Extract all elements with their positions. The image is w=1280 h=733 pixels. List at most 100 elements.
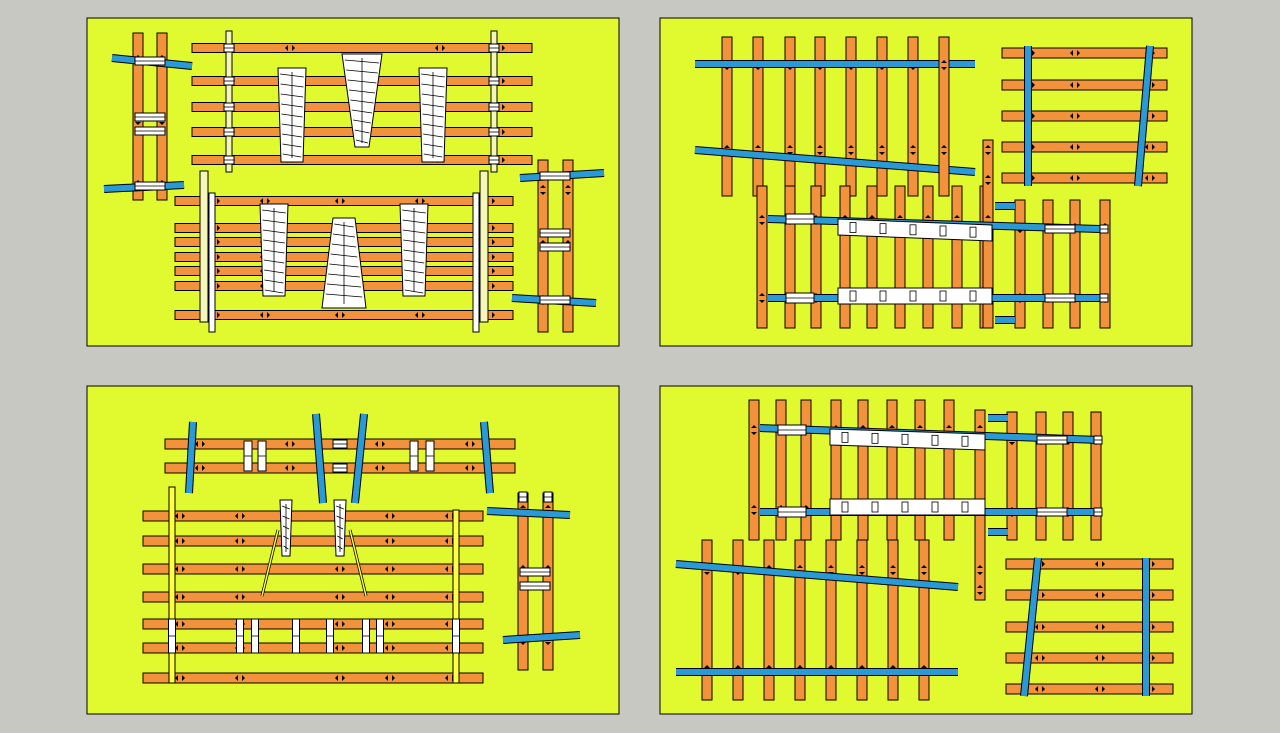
clip-mark bbox=[335, 675, 345, 681]
clip-mark bbox=[1095, 624, 1105, 630]
clip-mark bbox=[175, 645, 185, 651]
clip-mark bbox=[235, 675, 245, 681]
clip-mark bbox=[235, 538, 245, 544]
switch-rod bbox=[261, 529, 279, 597]
crossing-detail bbox=[969, 290, 977, 302]
sleeper bbox=[142, 618, 484, 630]
sleeper bbox=[1001, 110, 1168, 122]
clip-mark bbox=[540, 185, 546, 195]
sleeper bbox=[756, 185, 768, 329]
clip-mark bbox=[235, 566, 245, 572]
panel-top-left-drawing bbox=[103, 30, 605, 333]
clip-mark bbox=[1095, 561, 1105, 567]
rail bbox=[675, 561, 959, 590]
sleeper bbox=[876, 36, 888, 197]
sleeper bbox=[810, 185, 822, 329]
sleeper bbox=[794, 539, 806, 701]
sleeper bbox=[732, 539, 744, 701]
clip-mark bbox=[465, 465, 475, 471]
sleeper bbox=[1006, 411, 1018, 541]
sleeper bbox=[1005, 589, 1174, 601]
clip-mark bbox=[375, 441, 385, 447]
crossing-detail bbox=[939, 225, 947, 237]
clip-mark bbox=[335, 594, 345, 600]
rod bbox=[208, 192, 216, 333]
clip-mark bbox=[285, 465, 295, 471]
sleeper bbox=[1005, 621, 1174, 633]
sleeper bbox=[721, 36, 733, 197]
crossing-detail bbox=[849, 222, 857, 233]
right-mini-track bbox=[486, 491, 581, 671]
sleeper bbox=[142, 563, 484, 575]
rod bbox=[452, 509, 460, 684]
left-mini-track bbox=[103, 32, 193, 201]
clip-mark bbox=[565, 185, 571, 195]
crossing-detail bbox=[871, 432, 879, 444]
sleeper bbox=[191, 155, 533, 165]
sleeper bbox=[1099, 199, 1111, 329]
clip-mark bbox=[859, 565, 865, 575]
panel-top-right-drawing bbox=[694, 36, 1168, 329]
clip-mark bbox=[235, 513, 245, 519]
lower-left-track bbox=[675, 539, 959, 701]
clip-mark bbox=[385, 513, 395, 519]
sleeper bbox=[142, 535, 484, 547]
clip-mark bbox=[175, 513, 185, 519]
crossing-piece bbox=[837, 287, 993, 305]
clip-mark bbox=[385, 566, 395, 572]
sleeper bbox=[922, 185, 934, 329]
rod bbox=[168, 486, 176, 684]
clip-mark bbox=[195, 465, 205, 471]
clip-mark bbox=[465, 441, 475, 447]
clip-mark bbox=[415, 312, 425, 318]
crossing-detail bbox=[849, 290, 857, 302]
sleeper bbox=[701, 539, 713, 701]
sleeper bbox=[1042, 199, 1054, 329]
clip-mark bbox=[1070, 82, 1080, 88]
clip-mark bbox=[977, 585, 983, 595]
clip-mark bbox=[1070, 113, 1080, 119]
sleeper bbox=[1001, 47, 1168, 59]
clip-mark bbox=[941, 145, 947, 155]
clip-mark bbox=[385, 621, 395, 627]
clip-mark bbox=[977, 565, 983, 575]
sleeper bbox=[825, 539, 837, 701]
sleeper bbox=[1090, 411, 1102, 541]
clip-mark bbox=[985, 145, 991, 155]
clip-mark bbox=[415, 198, 425, 204]
clip-mark bbox=[848, 145, 854, 155]
crossing-detail bbox=[939, 290, 947, 302]
rail bbox=[486, 508, 571, 518]
clip-mark bbox=[1145, 144, 1155, 150]
clip-mark bbox=[175, 594, 185, 600]
rod bbox=[490, 30, 498, 173]
clip-mark bbox=[175, 566, 185, 572]
clip-mark bbox=[1070, 144, 1080, 150]
rod bbox=[199, 170, 209, 323]
sleeper bbox=[142, 510, 484, 522]
sleeper bbox=[938, 36, 950, 197]
clip-mark bbox=[751, 505, 757, 515]
crossing-detail bbox=[879, 223, 887, 235]
crossing-detail bbox=[871, 501, 879, 513]
crossing-detail bbox=[909, 224, 917, 236]
lower-switch-assembly bbox=[174, 170, 514, 333]
rail bbox=[186, 421, 196, 494]
crossing-detail bbox=[969, 226, 977, 238]
rail bbox=[481, 421, 493, 494]
sleeper bbox=[1062, 411, 1074, 541]
clip-mark bbox=[921, 565, 927, 575]
top-crossover bbox=[164, 413, 516, 504]
sleeper bbox=[914, 399, 926, 541]
clip-mark bbox=[385, 594, 395, 600]
clip-mark bbox=[335, 645, 345, 651]
sleeper bbox=[800, 399, 812, 541]
panel-bottom-right-drawing bbox=[675, 399, 1174, 701]
clip-mark bbox=[1035, 686, 1045, 692]
sleeper bbox=[943, 399, 955, 541]
crossing-detail bbox=[909, 290, 917, 302]
sleeper bbox=[142, 642, 484, 654]
clip-mark bbox=[175, 538, 185, 544]
sleeper bbox=[839, 185, 851, 329]
